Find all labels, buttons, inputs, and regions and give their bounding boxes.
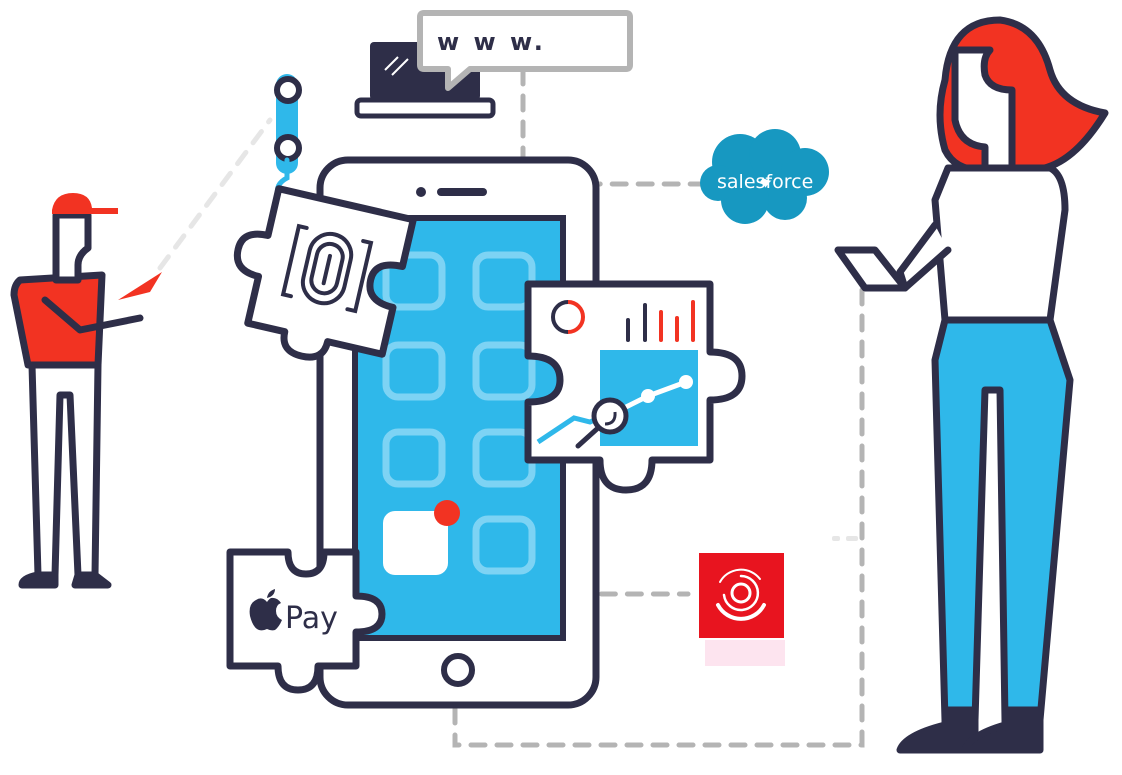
woman-boot	[961, 706, 1044, 754]
red-app-tile	[699, 553, 785, 666]
woman-boot	[896, 706, 979, 754]
analytics-puzzle-piece	[524, 280, 746, 494]
worker-cap	[52, 193, 118, 214]
worker-shoe	[18, 571, 59, 589]
woman-torso	[931, 164, 1069, 324]
worker-head	[52, 211, 92, 284]
salesforce-logo: salesforce	[700, 129, 829, 224]
apple-logo-icon	[249, 589, 282, 631]
notification-badge-icon	[434, 500, 460, 526]
worker-shirt	[10, 271, 106, 369]
worker-device-beam	[118, 272, 162, 300]
fingerprint-icon	[280, 223, 374, 314]
app-icon	[382, 341, 446, 401]
woman-pants	[931, 316, 1074, 724]
phone-camera-icon	[416, 187, 426, 197]
worker-arm	[41, 296, 144, 334]
speech-bubble: w w w.	[417, 10, 633, 91]
app-icon	[382, 251, 446, 311]
woman-face	[951, 46, 1016, 174]
fingerprint-puzzle-piece	[233, 185, 417, 361]
donut-chart-icon	[551, 300, 585, 334]
salesforce-label: salesforce	[717, 171, 813, 193]
phone-home-button	[441, 653, 475, 687]
www-text: w w w.	[437, 28, 546, 56]
woman-tablet	[834, 246, 909, 292]
delivery-worker-figure	[10, 193, 162, 589]
phone-speaker-icon	[437, 188, 487, 196]
app-icon-active	[383, 511, 448, 575]
apple-pay-puzzle-piece: Pay	[226, 548, 386, 694]
chain-link-icon	[274, 74, 302, 208]
app-icon	[472, 341, 536, 401]
magnifier-icon	[575, 397, 629, 449]
app-icon	[382, 428, 446, 488]
connector-dots	[832, 536, 858, 541]
connector-worker-to-fingerprint	[157, 117, 273, 271]
worker-shoe	[71, 571, 112, 589]
bar-chart-icon	[626, 300, 695, 342]
worker-legs	[28, 361, 102, 579]
connector-tablet-vertical	[452, 287, 865, 748]
app-icon	[472, 515, 536, 575]
apple-pay-label: Pay	[285, 601, 338, 636]
woman-figure	[834, 16, 1109, 754]
concentric-rings-icon	[716, 568, 766, 621]
